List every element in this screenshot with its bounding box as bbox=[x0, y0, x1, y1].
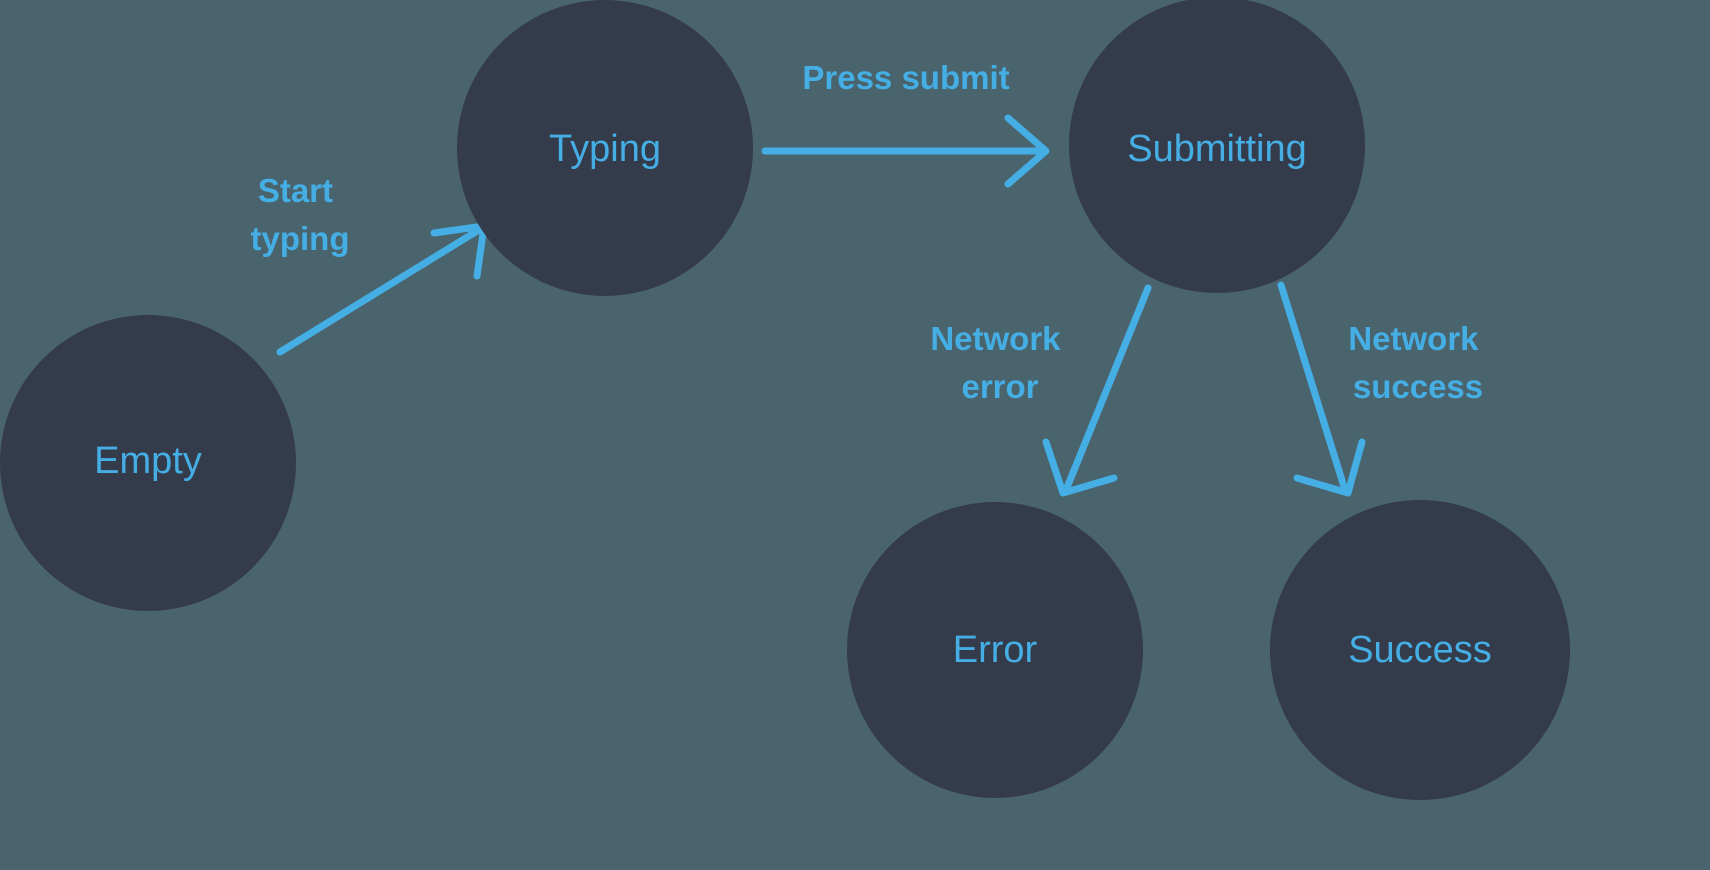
state-node-error-label: Error bbox=[953, 629, 1038, 671]
edge-submitting-to-error-label: Network error bbox=[930, 320, 1069, 405]
edge-label-line-1: Start bbox=[258, 172, 333, 209]
edge-submitting-to-error-line bbox=[1062, 284, 1152, 494]
edge-typing-to-submitting-label: Press submit bbox=[802, 59, 1009, 96]
state-node-empty[interactable]: Empty bbox=[0, 315, 296, 611]
state-node-submitting[interactable]: Submitting bbox=[1069, 0, 1365, 293]
edge-empty-to-typing[interactable]: Start typing bbox=[251, 172, 488, 356]
state-node-typing-circle bbox=[457, 0, 753, 296]
edge-empty-to-typing-line bbox=[276, 224, 486, 356]
state-node-submitting-circle bbox=[1069, 0, 1365, 293]
edge-typing-to-submitting-arrowhead bbox=[1004, 114, 1050, 188]
state-node-success-circle bbox=[1270, 500, 1570, 800]
edge-label-line-1: Network bbox=[930, 320, 1061, 357]
state-node-success-label: Success bbox=[1348, 629, 1492, 671]
edge-submitting-to-success-label: Network success bbox=[1348, 320, 1487, 405]
state-node-typing-label: Typing bbox=[549, 128, 661, 170]
edge-submitting-to-success-line bbox=[1277, 281, 1349, 494]
edge-label-line-2: error bbox=[961, 368, 1038, 405]
state-node-empty-label: Empty bbox=[94, 440, 202, 482]
state-node-success[interactable]: Success bbox=[1270, 500, 1570, 800]
state-node-error[interactable]: Error bbox=[847, 502, 1143, 798]
edge-typing-to-submitting[interactable]: Press submit bbox=[761, 59, 1050, 188]
edge-label-line-2: typing bbox=[251, 220, 350, 257]
edge-submitting-to-error-arrowhead bbox=[1042, 438, 1118, 497]
edge-label-line-1: Network bbox=[1348, 320, 1479, 357]
edge-submitting-to-error[interactable]: Network error bbox=[930, 284, 1152, 497]
edge-submitting-to-success[interactable]: Network success bbox=[1277, 281, 1488, 497]
edge-submitting-to-success-arrowhead bbox=[1293, 438, 1366, 497]
edge-label-line-1: Press submit bbox=[802, 59, 1009, 96]
edge-empty-to-typing-label: Start typing bbox=[251, 172, 350, 257]
state-node-error-circle bbox=[847, 502, 1143, 798]
state-node-empty-circle bbox=[0, 315, 296, 611]
edge-label-line-2: success bbox=[1353, 368, 1483, 405]
state-node-submitting-label: Submitting bbox=[1127, 128, 1307, 170]
state-node-typing[interactable]: Typing bbox=[457, 0, 753, 296]
